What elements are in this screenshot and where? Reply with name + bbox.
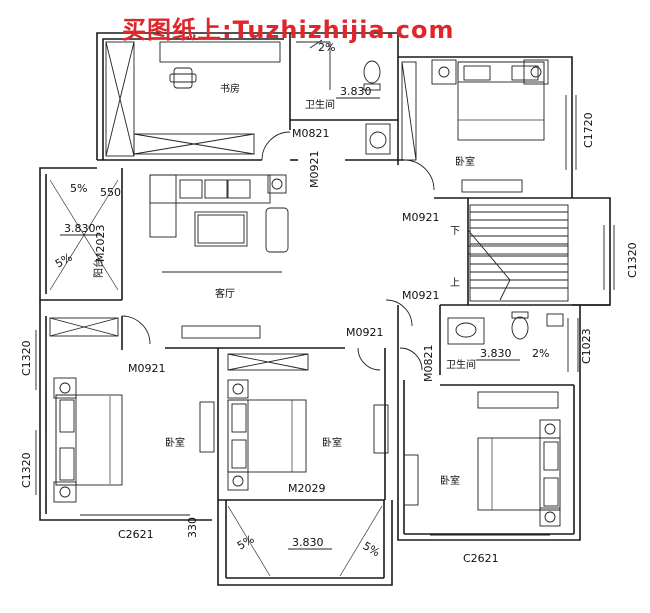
bed-ne-icon — [431, 59, 549, 141]
door-swings — [121, 131, 435, 371]
slope-balcony-s-r: 5% — [361, 539, 383, 559]
window-label-c1720: C1720 — [582, 112, 595, 148]
toilet-icon — [363, 60, 381, 91]
washbasin-e-icon — [447, 317, 485, 345]
sofa-icon — [149, 174, 271, 238]
room-label-bedroom-sw: 卧室 — [165, 436, 185, 449]
slope-bath-n: 2% — [318, 41, 335, 54]
wardrobe-se — [477, 391, 559, 409]
tv-se — [403, 454, 419, 506]
door-label-m2023: M2023 — [94, 225, 107, 263]
bed-se-icon — [477, 419, 561, 527]
room-label-living: 客厅 — [215, 287, 235, 300]
door-label-m0921-hall: M0921 — [346, 326, 384, 339]
door-label-m2029: M2029 — [288, 482, 326, 495]
room-label-study: 书房 — [220, 82, 240, 95]
window-label-c1320-w1: C1320 — [20, 340, 33, 376]
toilet-e-icon — [511, 311, 529, 340]
room-label-bedroom-se: 卧室 — [440, 474, 460, 487]
door-label-m0921-stair2: M0921 — [402, 289, 440, 302]
shower-e — [546, 313, 564, 327]
desk-chair-icon — [169, 67, 197, 89]
window-label-c1023: C1023 — [580, 328, 593, 364]
stair-up-label: 上 — [450, 277, 460, 289]
level-balcony-s: 3.830 — [292, 536, 324, 549]
room-label-balcony: 阳台 — [92, 258, 105, 278]
walls — [39, 32, 611, 586]
watermark-text: 买图纸上:Tuzhizhijia.com — [122, 16, 454, 44]
tv-sw — [199, 401, 215, 453]
slope-balcony-s-l: 5% — [235, 533, 257, 553]
balcony-south-hatch — [227, 505, 383, 577]
armchair-icon — [265, 174, 289, 253]
window-label-c1320-w2: C1320 — [20, 452, 33, 488]
coffee-table-icon — [194, 211, 248, 247]
room-label-bath-e: 卫生间 — [446, 358, 476, 371]
dim-550: 550 — [100, 186, 121, 199]
door-label-m0821-n: M0821 — [292, 127, 330, 140]
tv-mid — [373, 404, 389, 454]
room-label-bedroom-mid: 卧室 — [322, 436, 342, 449]
slope-balcony-w-top: 5% — [70, 182, 87, 195]
tv-cabinet-living — [181, 325, 261, 339]
stair-down-label: 下 — [450, 226, 460, 237]
door-label-m0921-stair: M0921 — [402, 211, 440, 224]
wardrobe-ne — [401, 61, 417, 161]
room-label-bedroom-ne: 卧室 — [455, 155, 475, 168]
window-label-c2621-l: C2621 — [118, 528, 154, 541]
window-label-c1320-e: C1320 — [626, 242, 639, 278]
washbasin-icon — [365, 123, 391, 155]
level-bath-e: 3.830 — [480, 347, 512, 360]
room-label-bath-n: 卫生间 — [305, 98, 335, 111]
study-desk — [105, 41, 281, 157]
windows — [35, 95, 615, 541]
wardrobe-sw — [49, 317, 119, 337]
slope-bath-e: 2% — [532, 347, 549, 360]
staircase — [467, 204, 569, 302]
shower-area — [296, 39, 331, 90]
wardrobe-mid — [227, 353, 309, 371]
dim-330: 330 — [186, 517, 199, 538]
window-label-c2621-r: C2621 — [463, 552, 499, 565]
level-bath-n: 3.830 — [340, 85, 372, 98]
level-balcony-w: 3.830 — [64, 222, 96, 235]
bed-sw-icon — [53, 377, 123, 503]
door-label-m0921-sw: M0921 — [128, 362, 166, 375]
door-label-m0921-n: M0921 — [308, 151, 321, 189]
bed-mid-icon — [227, 379, 307, 491]
door-label-m0821-e: M0821 — [422, 345, 435, 383]
tv-cabinet-ne — [461, 179, 523, 193]
slope-balcony-w-bot: 5% — [53, 251, 75, 271]
